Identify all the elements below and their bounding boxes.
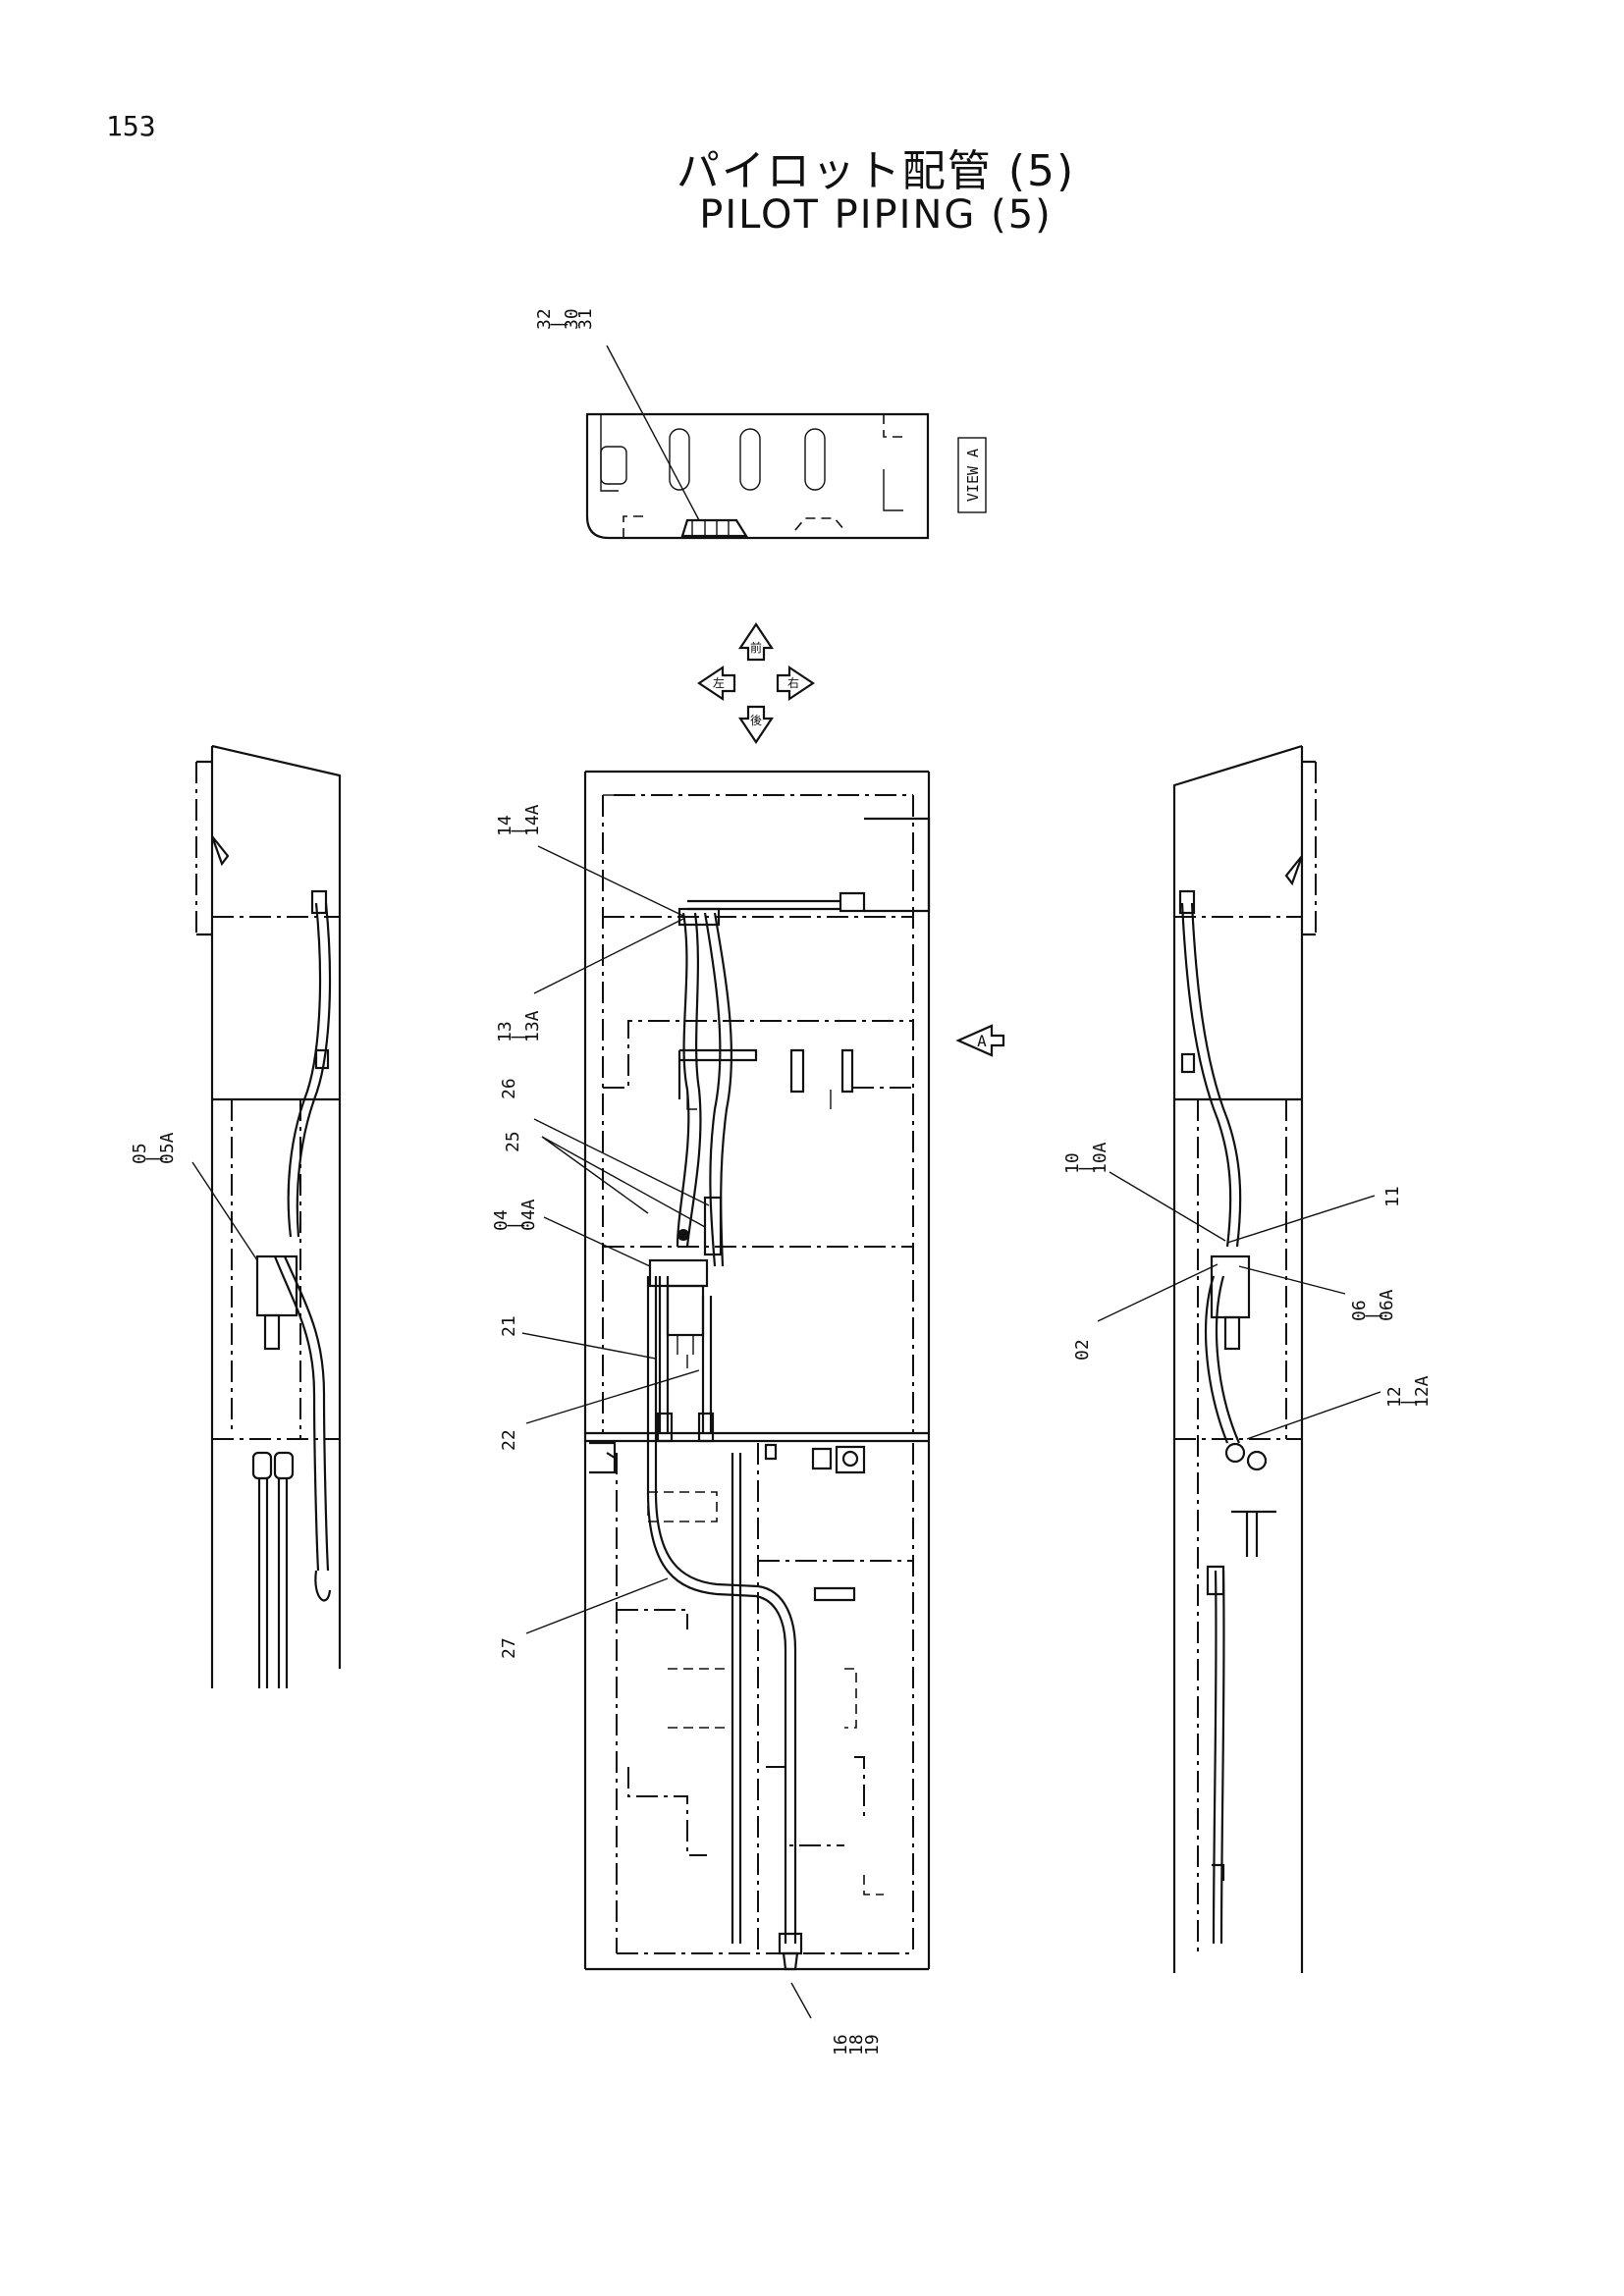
view-a-arrow: A bbox=[955, 1024, 1005, 1057]
svg-text:後: 後 bbox=[750, 714, 762, 727]
callout-labels: 32|3031 14|14A 13|13A 26 25 04|04A 21 22… bbox=[130, 308, 1433, 2056]
callout-14: 14|14A bbox=[495, 804, 543, 836]
leader-lines bbox=[191, 845, 1381, 2019]
callout-26: 26 bbox=[499, 1078, 519, 1099]
callout-16: 161819 bbox=[831, 2034, 883, 2056]
callout-04: 04|04A bbox=[491, 1199, 539, 1231]
svg-text:前: 前 bbox=[750, 640, 762, 655]
callout-10: 10|10A bbox=[1062, 1142, 1110, 1174]
callout-06: 06|06A bbox=[1349, 1289, 1397, 1321]
right-side-view bbox=[1172, 744, 1317, 1973]
callout-05: 05|05A bbox=[130, 1132, 178, 1164]
callout-27: 27 bbox=[499, 1637, 519, 1659]
page-number: 153 bbox=[106, 110, 156, 142]
callout-22: 22 bbox=[499, 1429, 519, 1451]
svg-text:右: 右 bbox=[787, 675, 799, 690]
callout-21: 21 bbox=[499, 1315, 519, 1337]
svg-text:VIEW A: VIEW A bbox=[964, 449, 982, 502]
callout-25: 25 bbox=[503, 1131, 523, 1152]
view-a-tag: VIEW A bbox=[957, 437, 987, 513]
view-a-detail: VIEW A bbox=[585, 345, 987, 540]
callout-02: 02 bbox=[1072, 1339, 1093, 1361]
title-japanese: パイロット配管 (5) bbox=[676, 146, 1076, 196]
callout-11: 11 bbox=[1382, 1186, 1403, 1207]
left-side-view bbox=[195, 744, 342, 1688]
direction-arrows: 前 左 右 後 bbox=[697, 622, 815, 744]
center-plan-view bbox=[583, 770, 931, 1971]
callout-32: 32|3031 bbox=[534, 308, 596, 330]
svg-text:左: 左 bbox=[713, 675, 725, 690]
title-english: PILOT PIPING (5) bbox=[699, 192, 1053, 238]
callout-13: 13|13A bbox=[495, 1010, 543, 1042]
callout-12: 12|12A bbox=[1384, 1375, 1433, 1408]
svg-text:A: A bbox=[977, 1032, 987, 1050]
